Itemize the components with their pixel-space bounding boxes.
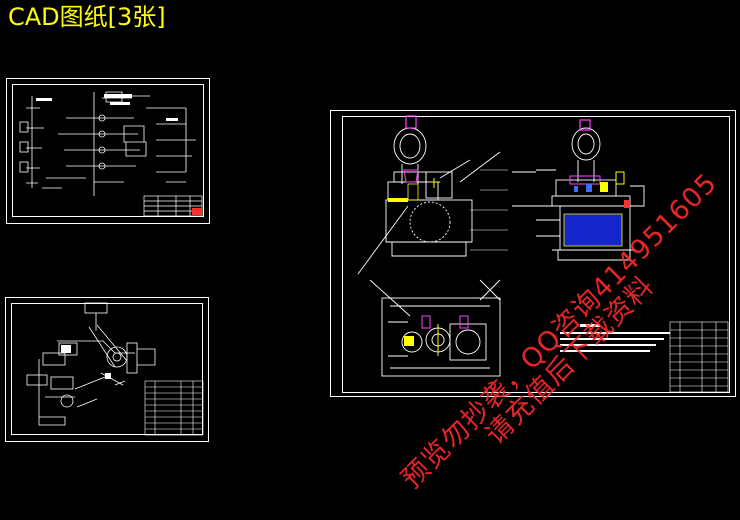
drawing-sheet-3[interactable] [330, 110, 736, 398]
drawing-sheet-2[interactable] [5, 297, 209, 443]
drawing-sheet-1[interactable] [6, 78, 210, 224]
page-title: CAD图纸[3张] [8, 3, 166, 31]
